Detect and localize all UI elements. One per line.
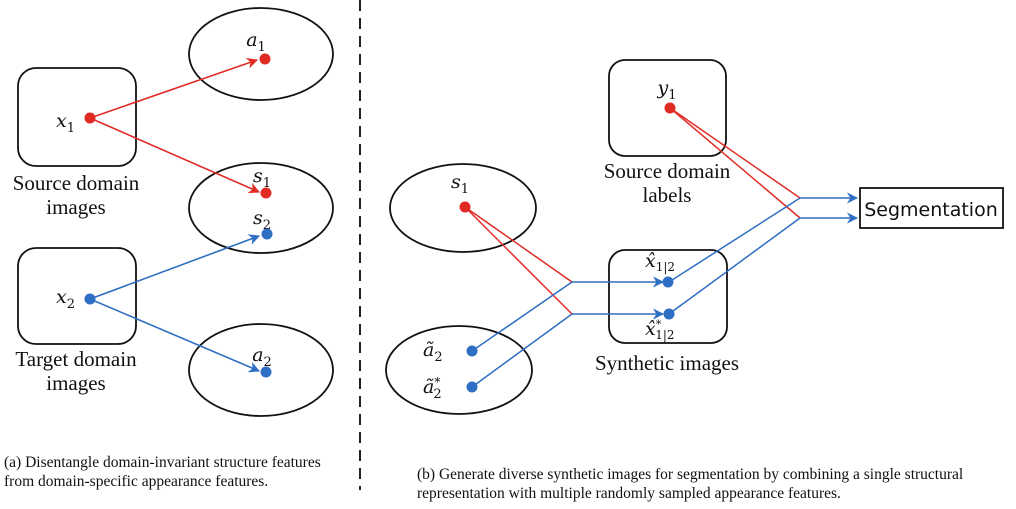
synthetic-images-label: Synthetic images — [595, 351, 739, 375]
arrow-x1-to-s1 — [89, 117, 261, 194]
x2-label: x2 — [56, 286, 75, 312]
a1-label: a1 — [246, 29, 266, 55]
x-hat-dot — [662, 276, 674, 288]
arrow-x2-to-a2 — [89, 298, 261, 373]
panel-b: s1 y1 Source domain labels ã2 ã*2 x̂1|2 … — [385, 59, 1004, 415]
structure-s1-space — [389, 163, 537, 253]
caption-panel-b: (b) Generate diverse synthetic images fo… — [417, 466, 964, 502]
panel-a: x1 Source domain images x2 Target domain… — [13, 7, 334, 417]
a2-dot — [260, 366, 272, 378]
s1-dot-a — [260, 187, 272, 199]
a2-tilde-star-label: ã*2 — [423, 375, 442, 402]
y1-label: y1 — [656, 77, 676, 103]
x-hat-star-dot — [663, 308, 675, 320]
s2-label-a: s2 — [253, 207, 271, 233]
s2-dot — [261, 228, 273, 240]
caption-panel-a: (a) Disentangle domain-invariant structu… — [4, 454, 321, 490]
a2-tilde-dot — [466, 345, 478, 357]
appearance-space-a2 — [188, 323, 334, 417]
segmentation-box — [859, 187, 1004, 229]
sampled-appearance-space — [385, 325, 533, 415]
x1-dot — [84, 112, 96, 124]
line-s1-to-merge2 — [464, 206, 573, 315]
a1-dot — [259, 53, 271, 65]
arrow-x1-to-a1 — [89, 58, 259, 119]
target-images-label-line2: images — [46, 371, 105, 395]
source-labels-box — [608, 59, 727, 157]
target-images-label-line1: Target domain — [15, 347, 137, 371]
s1-label-a: s1 — [253, 165, 271, 191]
line-a2star-to-merge2 — [471, 313, 573, 388]
s1-dot-b — [459, 201, 471, 213]
target-images-box — [17, 247, 137, 345]
x-hat-label: x̂1|2 — [645, 250, 675, 274]
structure-space — [188, 162, 334, 254]
source-labels-line2: labels — [643, 183, 692, 207]
source-images-label-line1: Source domain — [13, 171, 140, 195]
y1-dot — [664, 102, 676, 114]
a2-tilde-star-dot — [466, 381, 478, 393]
x2-dot — [84, 293, 96, 305]
synthetic-images-box — [608, 249, 728, 344]
line-a2-to-merge1 — [471, 281, 573, 352]
line-s1-to-merge1 — [464, 206, 573, 283]
a2-label: a2 — [252, 344, 272, 370]
s1-label-b: s1 — [451, 171, 469, 197]
source-images-label-line2: images — [46, 195, 105, 219]
segmentation-label: Segmentation — [864, 199, 998, 221]
line-xhatstar-to-merge4 — [668, 217, 801, 315]
source-images-box — [17, 67, 137, 167]
line-xhat-to-merge3 — [668, 197, 801, 283]
line-y1-to-merge4 — [669, 107, 801, 219]
line-y1-to-merge3 — [669, 107, 801, 199]
a2-tilde-label: ã2 — [423, 339, 443, 365]
appearance-space-a1 — [188, 7, 334, 101]
arrow-x2-to-s2 — [89, 234, 261, 300]
source-labels-line1: Source domain — [604, 159, 731, 183]
x1-label: x1 — [56, 110, 75, 136]
x-hat-star-label: x̂*1|2 — [645, 318, 675, 342]
